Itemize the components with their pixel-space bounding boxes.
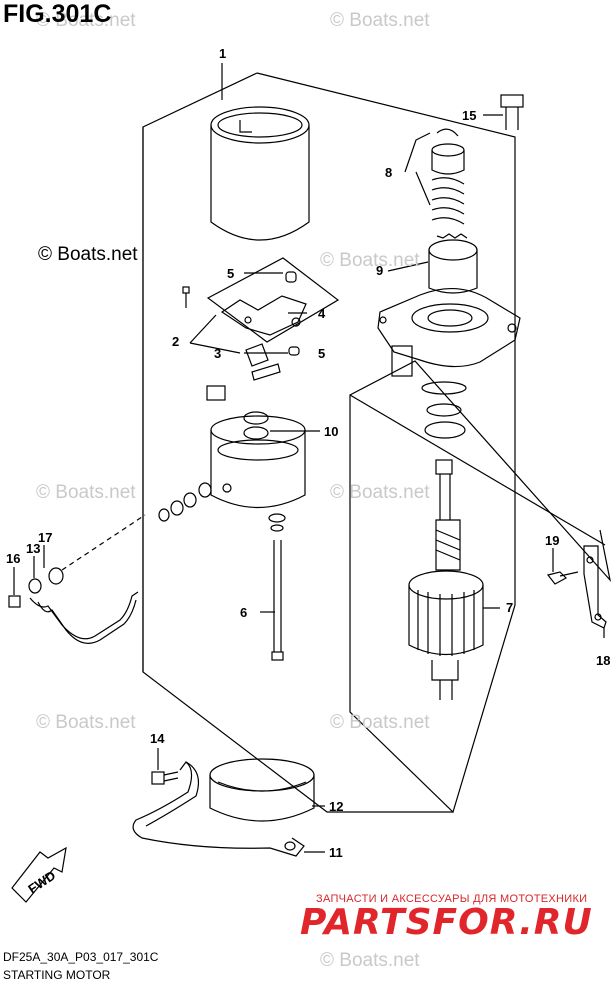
callout-17: 17 — [38, 530, 52, 545]
brush-holder-plate — [182, 257, 340, 401]
callout-16: 16 — [6, 551, 20, 566]
callout-14: 14 — [150, 731, 165, 746]
callout-13: 13 — [26, 541, 40, 556]
callout-12: 12 — [329, 799, 343, 814]
yoke-housing — [210, 106, 310, 241]
bolt-14 — [151, 771, 179, 785]
bracket-18 — [546, 545, 607, 629]
callout-19: 19 — [545, 533, 559, 548]
end-cover — [210, 411, 306, 508]
watermark: © Boats.net — [36, 482, 136, 503]
armature — [408, 459, 484, 700]
callout-2: 2 — [172, 334, 179, 349]
assembly-outline — [256, 72, 612, 814]
fwd-arrow-icon: FWD — [11, 846, 67, 903]
bolt-15 — [500, 94, 524, 130]
callout-6: 6 — [240, 605, 247, 620]
watermark: © Boats.net — [330, 482, 430, 503]
callout-3: 3 — [214, 346, 221, 361]
copyright-notice: © Boats.net — [38, 244, 138, 265]
through-bolt — [268, 513, 286, 661]
figure-caption: STARTING MOTOR — [3, 968, 111, 982]
drive-housing — [377, 128, 521, 439]
callout-1: 1 — [219, 46, 226, 61]
promo-tagline: ЗАПЧАСТИ И АКСЕССУАРЫ ДЛЯ МОТОТЕХНИКИ — [316, 893, 588, 905]
watermark: © Boats.net — [320, 250, 420, 271]
watermark: © Boats.net — [330, 10, 430, 31]
callout-5b: 5 — [318, 346, 325, 361]
callout-5a: 5 — [227, 266, 234, 281]
callout-labels: 1 2 3 4 5 5 6 7 8 9 10 11 12 13 14 15 16… — [6, 46, 610, 860]
callout-18: 18 — [596, 653, 610, 668]
callout-8: 8 — [385, 165, 392, 180]
callout-10: 10 — [324, 424, 338, 439]
callout-7: 7 — [506, 600, 513, 615]
watermark: © Boats.net — [330, 712, 430, 733]
figure-title: FIG.301C — [3, 0, 112, 28]
callout-15: 15 — [462, 108, 476, 123]
promo-logo: PARTSFOR.RU — [300, 902, 593, 943]
mount-bracket-11 — [132, 761, 305, 857]
watermark: © Boats.net — [36, 712, 136, 733]
figure-code: DF25A_30A_P03_017_301C — [3, 950, 159, 964]
watermark: © Boats.net — [36, 10, 136, 31]
watermark: © Boats.net — [320, 950, 420, 971]
callout-9: 9 — [376, 263, 383, 278]
callout-4: 4 — [318, 306, 326, 321]
assembly-outline-left — [142, 72, 453, 813]
washer-row — [8, 482, 212, 644]
rubber-band-12 — [209, 758, 315, 822]
callout-11: 11 — [329, 845, 343, 860]
